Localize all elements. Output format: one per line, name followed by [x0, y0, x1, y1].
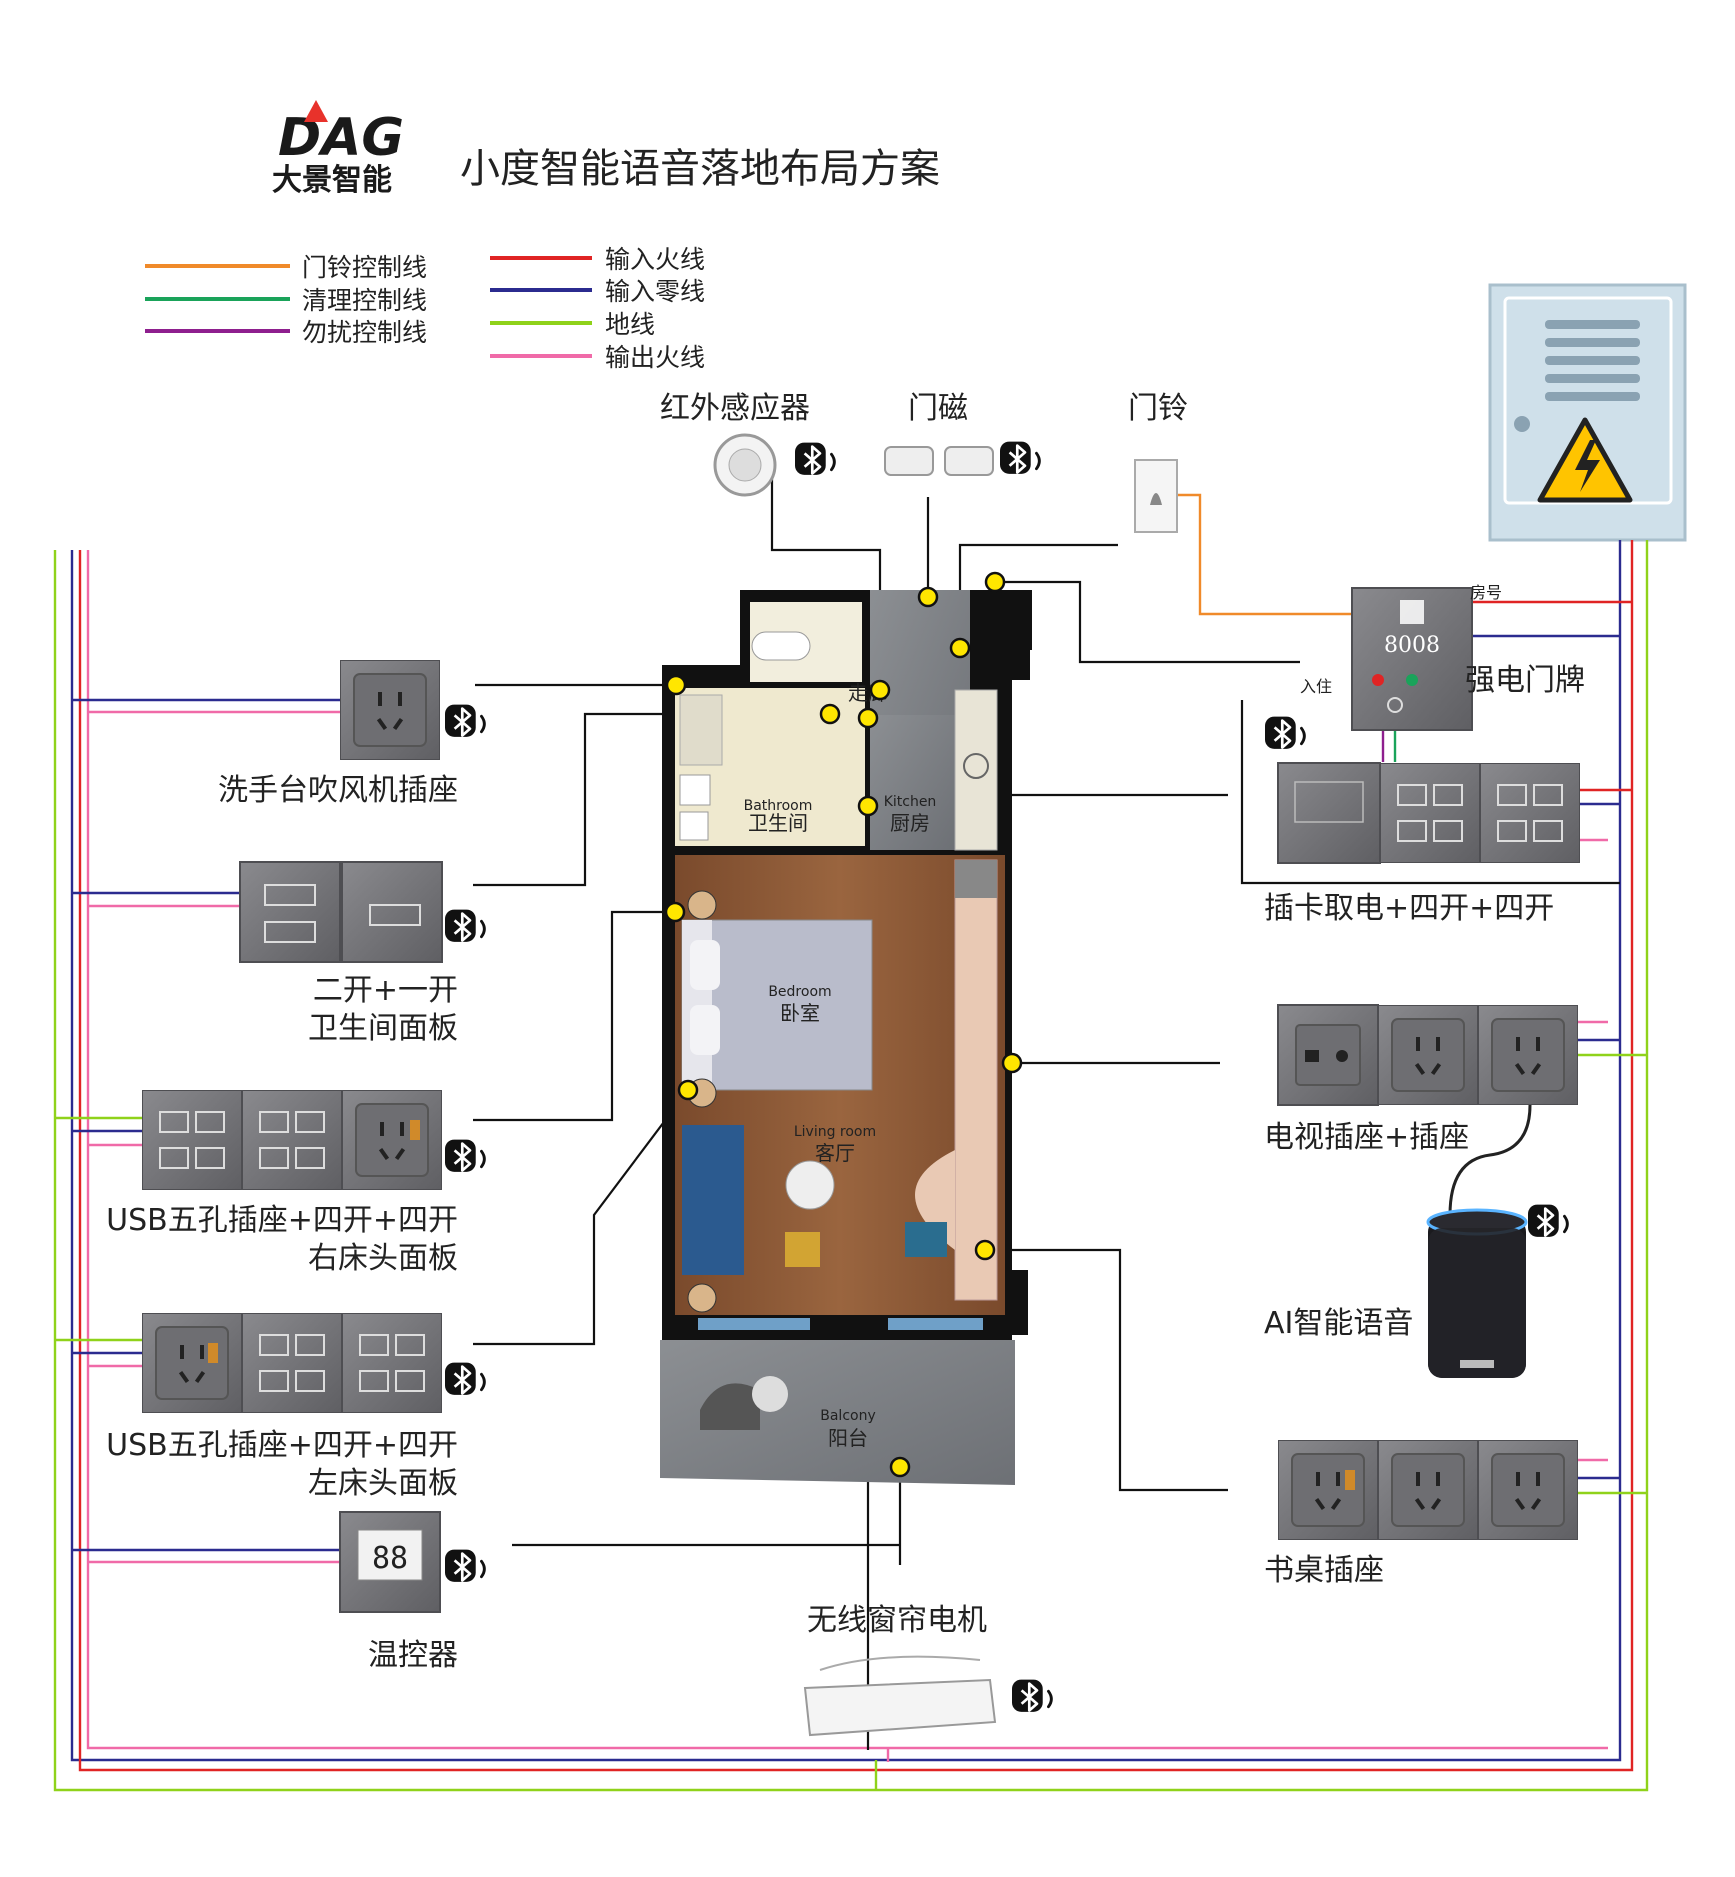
device-right-bed-panel: USB五孔插座+四开+四开 右床头面板 — [106, 1090, 486, 1276]
device-left-bed-panel: USB五孔插座+四开+四开 左床头面板 — [106, 1313, 486, 1501]
bluetooth-icon — [795, 441, 836, 477]
tv-socket-label: 电视插座+插座 — [1264, 1120, 1469, 1155]
bluetooth-icon — [445, 1138, 486, 1174]
marker — [949, 637, 971, 659]
marker — [857, 795, 879, 817]
device-desk-socket: 书桌插座 — [1264, 1440, 1578, 1588]
right-bed-label-2: 右床头面板 — [308, 1241, 458, 1276]
ir-sensor-label: 红外感应器 — [660, 391, 810, 426]
bluetooth-icon — [445, 908, 486, 944]
thermostat-display: 88 — [372, 1541, 408, 1576]
legend-label-ground: 地线 — [605, 310, 655, 339]
device-ir-sensor: 红外感应器 — [660, 391, 836, 497]
room-number: 8008 — [1384, 633, 1440, 658]
room-label-balcony-en: Balcony — [820, 1408, 876, 1424]
distribution-box — [1488, 283, 1687, 542]
legend: 门铃控制线 清理控制线 勿扰控制线 输入火线 输入零线 地线 输出火线 — [145, 245, 705, 372]
marker — [984, 571, 1006, 593]
device-doorbell: 门铃 — [1128, 391, 1188, 533]
room-label-living: 客厅 — [815, 1141, 855, 1165]
device-door-plate: 8008 房号 入住 强电门牌 — [1265, 583, 1585, 751]
marker — [819, 703, 841, 725]
page-title: 小度智能语音落地布局方案 — [460, 146, 940, 192]
brand-logo: DAG 大景智能 — [272, 100, 404, 198]
washbasin-socket-label: 洗手台吹风机插座 — [218, 773, 458, 808]
marker — [889, 1456, 911, 1478]
marker — [974, 1239, 996, 1261]
bluetooth-icon — [445, 1548, 486, 1584]
device-ai-speaker: AI智能语音 — [1264, 1203, 1569, 1378]
brand-name: 大景智能 — [272, 163, 392, 198]
device-curtain-motor: 无线窗帘电机 — [803, 1603, 1053, 1737]
device-washbasin-socket: 洗手台吹风机插座 — [218, 660, 486, 808]
door-plate-label: 强电门牌 — [1465, 663, 1585, 698]
bluetooth-icon — [1012, 1678, 1053, 1714]
floor-plan: 走廊 卫生间 Bathroom 厨房 Kitchen 卧室 Bedroom 客厅… — [660, 590, 1032, 1485]
bluetooth-icon — [1528, 1203, 1569, 1239]
room-label-bathroom-en: Bathroom — [744, 798, 813, 814]
marker — [677, 1079, 699, 1101]
balcony-floor — [660, 1340, 1015, 1485]
bluetooth-icon — [445, 1361, 486, 1397]
legend-label-live-in: 输入火线 — [605, 245, 705, 274]
marker — [1001, 1052, 1023, 1074]
install-markers — [664, 571, 1023, 1478]
room-label-bedroom: 卧室 — [780, 1001, 820, 1025]
device-thermostat: 88 温控器 — [339, 1511, 486, 1673]
legend-label-neutral: 输入零线 — [605, 277, 705, 306]
device-card-switch: 插卡取电+四开+四开 — [1264, 762, 1580, 926]
bluetooth-icon — [445, 703, 486, 739]
curtain-motor-label: 无线窗帘电机 — [807, 1603, 987, 1638]
thermostat-label: 温控器 — [368, 1638, 458, 1673]
device-door-magnet: 门磁 — [884, 391, 1041, 476]
legend-label-doorbell: 门铃控制线 — [302, 253, 427, 282]
marker — [917, 586, 939, 608]
marker — [665, 674, 687, 696]
bath-panel-label-1: 二开+一开 — [313, 973, 458, 1008]
door-magnet-label: 门磁 — [908, 391, 968, 426]
sofa — [682, 1125, 744, 1275]
bath-panel-label-2: 卫生间面板 — [308, 1011, 458, 1046]
room-label-kitchen-en: Kitchen — [884, 794, 937, 810]
legend-label-live-out: 输出火线 — [605, 343, 705, 372]
room-label-bedroom-en: Bedroom — [768, 984, 831, 1000]
room-label-living-en: Living room — [794, 1124, 876, 1140]
legend-label-clean: 清理控制线 — [302, 286, 427, 315]
room-label-kitchen: 厨房 — [890, 811, 930, 835]
marker — [869, 679, 891, 701]
marker — [857, 707, 879, 729]
door-magnet-icon — [884, 446, 934, 476]
room-label-bathroom: 卫生间 — [748, 811, 808, 835]
checkin-caption: 入住 — [1300, 677, 1332, 696]
kitchen-floor — [870, 715, 955, 850]
marker — [664, 901, 686, 923]
legend-label-dnd: 勿扰控制线 — [302, 318, 427, 347]
left-bed-label-1: USB五孔插座+四开+四开 — [106, 1428, 458, 1463]
left-bed-label-2: 左床头面板 — [308, 1466, 458, 1501]
doorbell-label: 门铃 — [1128, 391, 1188, 426]
logo-text: DAG — [278, 108, 404, 168]
device-bath-panel: 二开+一开 卫生间面板 — [239, 861, 486, 1046]
wiring — [53, 493, 1649, 1792]
bluetooth-icon — [1265, 715, 1306, 751]
room-number-caption: 房号 — [1470, 583, 1502, 602]
room-label-balcony: 阳台 — [828, 1426, 868, 1450]
desk-socket-label: 书桌插座 — [1264, 1553, 1384, 1588]
logo-accent-icon — [304, 100, 328, 122]
curtain-motor-icon — [803, 1678, 997, 1737]
device-tv-socket: 电视插座+插座 — [1264, 1004, 1578, 1216]
card-switch-label: 插卡取电+四开+四开 — [1264, 891, 1554, 926]
bluetooth-icon — [1000, 440, 1041, 476]
ai-speaker-label: AI智能语音 — [1264, 1306, 1413, 1341]
right-bed-label-1: USB五孔插座+四开+四开 — [106, 1203, 458, 1238]
